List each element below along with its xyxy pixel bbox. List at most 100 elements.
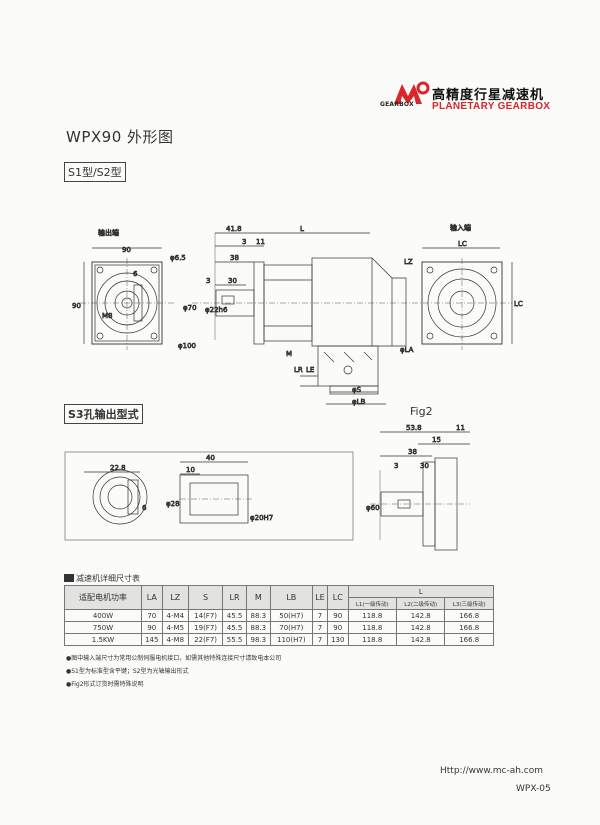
- dimension-label: LZ: [404, 258, 413, 266]
- brand-en-name: PLANETARY GEARBOX: [432, 101, 551, 112]
- s3-section-label: S3孔输出型式: [64, 404, 143, 424]
- output-end-label: 输出端: [98, 228, 119, 237]
- side-view: 41.8 L 3 11 38 3 30 M LR LE φS: [178, 225, 410, 406]
- table-cell: 118.8: [347, 609, 398, 622]
- dimension-label: LR: [294, 366, 303, 374]
- table-cell: 400W: [64, 609, 142, 622]
- technical-drawing: 输出端 90 φ6.5 90 6 M8 41.8 L 3 11 38 3 30: [64, 223, 523, 551]
- logo-text: GEARBOX: [380, 101, 414, 108]
- th-lb: LB: [269, 585, 313, 610]
- dimension-label: 6: [133, 270, 138, 278]
- dimension-label: φ70: [183, 304, 197, 312]
- table-cell: 166.8: [444, 633, 494, 646]
- dimension-label: φLA: [400, 346, 414, 354]
- table-cell: 45.5: [222, 609, 247, 622]
- dimension-label: φ60: [366, 504, 380, 512]
- th-lr: LR: [222, 585, 247, 610]
- table-cell: 7: [311, 621, 328, 634]
- dimension-label: φ22h6: [205, 306, 228, 314]
- table-title: 减速机详细尺寸表: [76, 574, 140, 583]
- table-cell: 130: [326, 633, 349, 646]
- th-lc: LC: [326, 585, 349, 610]
- table-cell: 750W: [64, 621, 142, 634]
- dimension-label: 30: [420, 462, 429, 470]
- table-cell: 142.8: [395, 609, 446, 622]
- dimension-label: 38: [230, 254, 239, 262]
- dimension-label: LE: [306, 366, 314, 374]
- table-cell: 88.3: [245, 609, 271, 622]
- table-cell: 19(F7): [188, 621, 224, 634]
- dimension-label: 90: [122, 246, 131, 254]
- dimension-label: φ20H7: [250, 514, 273, 522]
- table-cell: 88.3: [245, 621, 271, 634]
- table-cell: 7: [311, 609, 328, 622]
- dimension-label: 10: [186, 466, 195, 474]
- s3-bore-view: 22.8 6 40 10 φ28 φ20H7: [64, 451, 354, 541]
- dimension-label: L: [300, 225, 304, 233]
- dimension-label: 11: [456, 424, 465, 432]
- table-cell: 90: [141, 621, 163, 634]
- note-item: ●Fig2形式订货时需特殊说明: [66, 681, 144, 688]
- dimension-label: 30: [228, 277, 237, 285]
- type-label: S1型/S2型: [64, 162, 126, 182]
- table-cell: 70(H7): [269, 621, 313, 634]
- th-le: LE: [311, 585, 328, 610]
- output-end-view: 输出端 90 φ6.5 90 6 M8: [72, 228, 186, 350]
- dimension-label: 38: [408, 448, 417, 456]
- table-cell: 22(F7): [188, 633, 224, 646]
- table-cell: 7: [311, 633, 328, 646]
- table-cell: 142.8: [395, 621, 446, 634]
- dimension-label: 6: [142, 504, 147, 512]
- table-cell: 166.8: [444, 621, 494, 634]
- table-cell: 90: [326, 621, 349, 634]
- website-url: Http://www.mc-ah.com: [440, 766, 544, 776]
- dimension-label: 40: [206, 454, 215, 462]
- th-m: M: [245, 585, 271, 610]
- dimension-label: φ100: [178, 342, 196, 350]
- dimension-label: 22.8: [110, 464, 126, 472]
- th-l: L: [347, 585, 495, 598]
- page-title: WPX90 外形图: [66, 128, 174, 146]
- th-l3: L3(三级传动): [444, 597, 494, 610]
- table-cell: 118.8: [347, 633, 398, 646]
- table-cell: 166.8: [444, 609, 494, 622]
- dimension-label: 15: [432, 436, 441, 444]
- th-la: LA: [141, 585, 163, 610]
- input-end-label: 输入端: [450, 223, 471, 232]
- dimension-label: φ6.5: [170, 254, 186, 262]
- spec-table: 适配电机功率 LA LZ S LR M LB LE LC L L1(一级传动) …: [64, 585, 495, 646]
- th-lz: LZ: [161, 585, 190, 610]
- page-number: WPX-05: [516, 784, 551, 794]
- th-l1: L1(一级传动): [347, 597, 398, 610]
- table-cell: 98.3: [245, 633, 271, 646]
- dimension-label: M8: [102, 312, 113, 320]
- dimension-label: 41.8: [226, 225, 242, 233]
- table-cell: 90: [326, 609, 349, 622]
- th-power: 适配电机功率: [64, 585, 142, 610]
- th-s: S: [188, 585, 224, 610]
- table-cell: 70: [141, 609, 163, 622]
- dimension-label: 3: [206, 277, 210, 285]
- table-cell: 118.8: [347, 621, 398, 634]
- notes: ●图中输入端尺寸为常用公制伺服电机接口，如需其他特殊连接尺寸请致电本公司 ●S1…: [66, 652, 281, 691]
- table-cell: 145: [141, 633, 163, 646]
- fig2-view: 53.8 15 11 38 3 30 φ60: [366, 424, 470, 551]
- table-cell: 50(H7): [269, 609, 313, 622]
- table-cell: 4-M4: [161, 609, 190, 622]
- dimension-label: φ28: [166, 500, 180, 508]
- table-title-mark: [64, 574, 74, 582]
- brand-logo: [394, 81, 430, 104]
- dimension-label: M: [286, 350, 292, 358]
- dimension-label: 90: [72, 302, 81, 310]
- th-l2: L2(二级传动): [395, 597, 446, 610]
- note-item: ●图中输入端尺寸为常用公制伺服电机接口，如需其他特殊连接尺寸请致电本公司: [66, 655, 282, 662]
- table-cell: 1.5KW: [64, 633, 142, 646]
- dimension-label: 3: [394, 462, 398, 470]
- dimension-label: 11: [256, 238, 265, 246]
- dimension-label: 53.8: [406, 424, 422, 432]
- dimension-label: 3: [242, 238, 246, 246]
- dimension-label: LC: [458, 240, 467, 248]
- fig2-label: Fig2: [410, 405, 433, 418]
